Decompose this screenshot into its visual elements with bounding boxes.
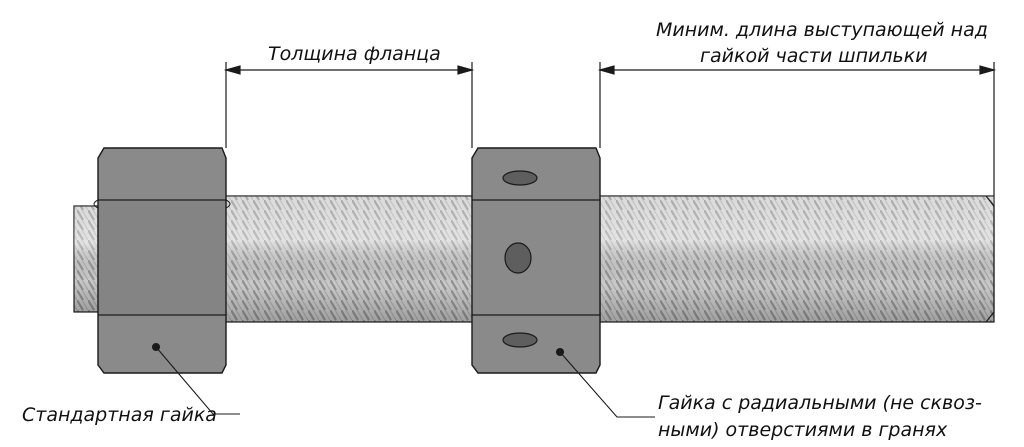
radial-nut-label-line1: Гайка с радиальными (не сквоз- xyxy=(658,392,982,414)
radial-hole-center xyxy=(504,242,532,274)
radial-nut-leader xyxy=(555,347,655,418)
standard-nut-leader xyxy=(151,342,240,415)
min-length-label-line2: гайкой части шпильки xyxy=(700,45,928,67)
radial-nut-label-line2: ными) отверстиями в гранях xyxy=(658,419,948,441)
radial-hole-nut xyxy=(471,147,601,374)
min-length-dimension xyxy=(597,62,997,196)
threaded-stud xyxy=(73,195,995,323)
standard-nut-label: Стандартная гайка xyxy=(22,404,217,426)
radial-hole-bottom xyxy=(502,332,538,348)
radial-hole-top xyxy=(502,170,538,186)
flange-thickness-dimension xyxy=(223,62,475,148)
flange-thickness-label: Толщина фланца xyxy=(268,43,441,65)
stud-chamfer-end xyxy=(985,195,995,323)
min-length-label-line1: Миним. длина выступающей над xyxy=(656,19,988,41)
standard-nut xyxy=(93,147,231,374)
